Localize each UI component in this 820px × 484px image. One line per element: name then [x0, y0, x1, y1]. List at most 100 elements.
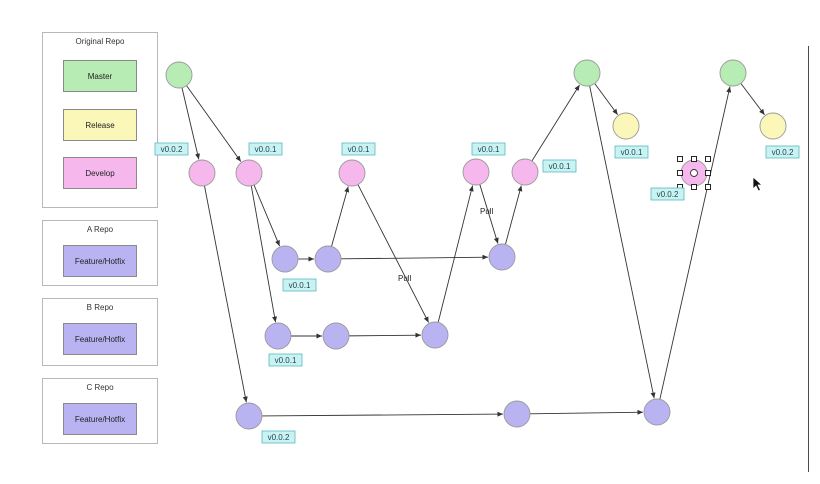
selection-handle[interactable]: [705, 156, 711, 162]
node-master-m2[interactable]: [573, 59, 601, 87]
version-tag-box: [614, 145, 649, 159]
legend-a-feature[interactable]: Feature/Hotfix: [63, 245, 137, 277]
legend-master[interactable]: Master: [63, 60, 137, 92]
node-feature-c1[interactable]: [235, 402, 263, 430]
version-tag-text: v0.0.1: [275, 356, 297, 365]
version-tag-d3[interactable]: v0.0.1: [341, 142, 376, 156]
version-tag-a2[interactable]: v0.0.1: [282, 278, 317, 292]
panel-original-repo: Original Repo Master Release Develop: [42, 32, 158, 208]
version-tag-d4[interactable]: v0.0.1: [471, 142, 506, 156]
tags-layer: v0.0.2 v0.0.1 v0.0.1 v0.0.1 v0.0.1 v0.0.1 v0.0…: [154, 142, 800, 444]
version-tag-d5[interactable]: v0.0.1: [542, 159, 577, 173]
node-feature-b1[interactable]: [264, 322, 292, 350]
node-master-m3[interactable]: [719, 59, 747, 87]
node-develop-d5[interactable]: [511, 158, 539, 186]
edge-d2-b1[interactable]: [250, 185, 278, 323]
node-feature-c2[interactable]: [503, 400, 531, 428]
version-tag-box: [282, 278, 317, 292]
selection-handle[interactable]: [691, 184, 697, 190]
version-tag-text: v0.0.1: [549, 162, 571, 171]
panel-title-a-repo: A Repo: [86, 225, 114, 234]
legend-a-feature-label: Feature/Hotfix: [74, 256, 126, 266]
canvas-right-border: [808, 46, 809, 472]
nodes-layer: [165, 59, 787, 430]
version-tag-text: v0.0.1: [255, 145, 277, 154]
edge-c2-c3[interactable]: [529, 409, 644, 415]
legend-master-label: Master: [87, 71, 113, 81]
version-tag-r1[interactable]: v0.0.1: [614, 145, 649, 159]
selection-handle[interactable]: [705, 184, 711, 190]
edge-c3-m3[interactable]: [659, 86, 732, 400]
version-tag-box: [261, 430, 296, 444]
version-tag-text: v0.0.1: [289, 281, 311, 290]
edge-m1-d2[interactable]: [186, 85, 242, 162]
version-tag-b1[interactable]: v0.0.1: [268, 353, 303, 367]
node-develop-d3[interactable]: [338, 159, 366, 187]
legend-develop-label: Develop: [85, 168, 115, 178]
version-tag-d1[interactable]: v0.0.2: [154, 142, 189, 156]
legend-c-feature-label: Feature/Hotfix: [74, 414, 126, 424]
node-feature-c3[interactable]: [643, 398, 671, 426]
version-tag-d6[interactable]: v0.0.2: [650, 187, 685, 201]
edge-a2-d3[interactable]: [331, 186, 350, 247]
version-tag-r2[interactable]: v0.0.2: [765, 145, 800, 159]
legend-b-feature[interactable]: Feature/Hotfix: [63, 323, 137, 355]
edge-m3-r2[interactable]: [740, 83, 765, 116]
version-tag-c1[interactable]: v0.0.2: [261, 430, 296, 444]
version-tag-box: [248, 142, 283, 156]
legend-b-feature-label: Feature/Hotfix: [74, 334, 126, 344]
version-tag-box: [341, 142, 376, 156]
edge-m1-d1[interactable]: [181, 87, 200, 160]
node-feature-a2[interactable]: [314, 245, 342, 273]
node-master-m1[interactable]: [165, 61, 193, 89]
version-tag-d2[interactable]: v0.0.1: [248, 142, 283, 156]
edge-c1-c2[interactable]: [261, 411, 504, 417]
panel-a-repo: A Repo Feature/Hotfix: [42, 220, 158, 286]
legend-release-label: Release: [85, 120, 115, 130]
version-tag-box: [154, 142, 189, 156]
version-tag-box: [471, 142, 506, 156]
node-feature-a1[interactable]: [271, 245, 299, 273]
panel-title-b-repo: B Repo: [86, 303, 114, 312]
legend-develop[interactable]: Develop: [63, 157, 137, 189]
node-develop-d1[interactable]: [188, 159, 216, 187]
edge-d2-a1[interactable]: [253, 184, 281, 247]
panel-title-original-repo: Original Repo: [75, 37, 125, 46]
version-tag-text: v0.0.2: [657, 190, 679, 199]
edge-b3-d4[interactable]: [437, 185, 474, 323]
edge-b2-b3[interactable]: [348, 332, 422, 338]
selection-center-handle[interactable]: [690, 169, 698, 177]
mouse-cursor-icon: [752, 176, 764, 192]
legend-release[interactable]: Release: [63, 109, 137, 141]
selection-handle[interactable]: [691, 156, 697, 162]
panel-b-repo: B Repo Feature/Hotfix: [42, 298, 158, 366]
panel-title-c-repo: C Repo: [86, 383, 114, 392]
node-feature-b3[interactable]: [421, 321, 449, 349]
version-tag-text: v0.0.1: [621, 148, 643, 157]
node-develop-d2[interactable]: [235, 159, 263, 187]
edge-a2-a3[interactable]: [340, 254, 489, 260]
node-develop-d4[interactable]: [462, 158, 490, 186]
version-tag-text: v0.0.2: [772, 148, 794, 157]
selection-handle[interactable]: [677, 156, 683, 162]
legend-c-feature[interactable]: Feature/Hotfix: [63, 403, 137, 435]
version-tag-box: [268, 353, 303, 367]
selection-handle[interactable]: [677, 170, 683, 176]
edge-d3-b3[interactable]: [357, 184, 430, 323]
version-tag-text: v0.0.1: [348, 145, 370, 154]
edge-a3-d5[interactable]: [504, 185, 523, 245]
edge-d4-a3[interactable]: [479, 184, 499, 244]
node-release-r1[interactable]: [612, 112, 640, 140]
version-tag-box: [650, 187, 685, 201]
edge-label-pull: Pull: [398, 274, 412, 283]
edge-d5-m2[interactable]: [531, 84, 580, 162]
node-feature-a3[interactable]: [488, 243, 516, 271]
selection-handle[interactable]: [705, 170, 711, 176]
version-tag-text: v0.0.1: [478, 145, 500, 154]
node-release-r2[interactable]: [759, 112, 787, 140]
edge-m2-c3[interactable]: [589, 85, 656, 399]
node-feature-b2[interactable]: [322, 322, 350, 350]
edge-d1-c1[interactable]: [204, 185, 248, 403]
edge-m2-r1[interactable]: [594, 83, 619, 115]
version-tag-box: [542, 159, 577, 173]
